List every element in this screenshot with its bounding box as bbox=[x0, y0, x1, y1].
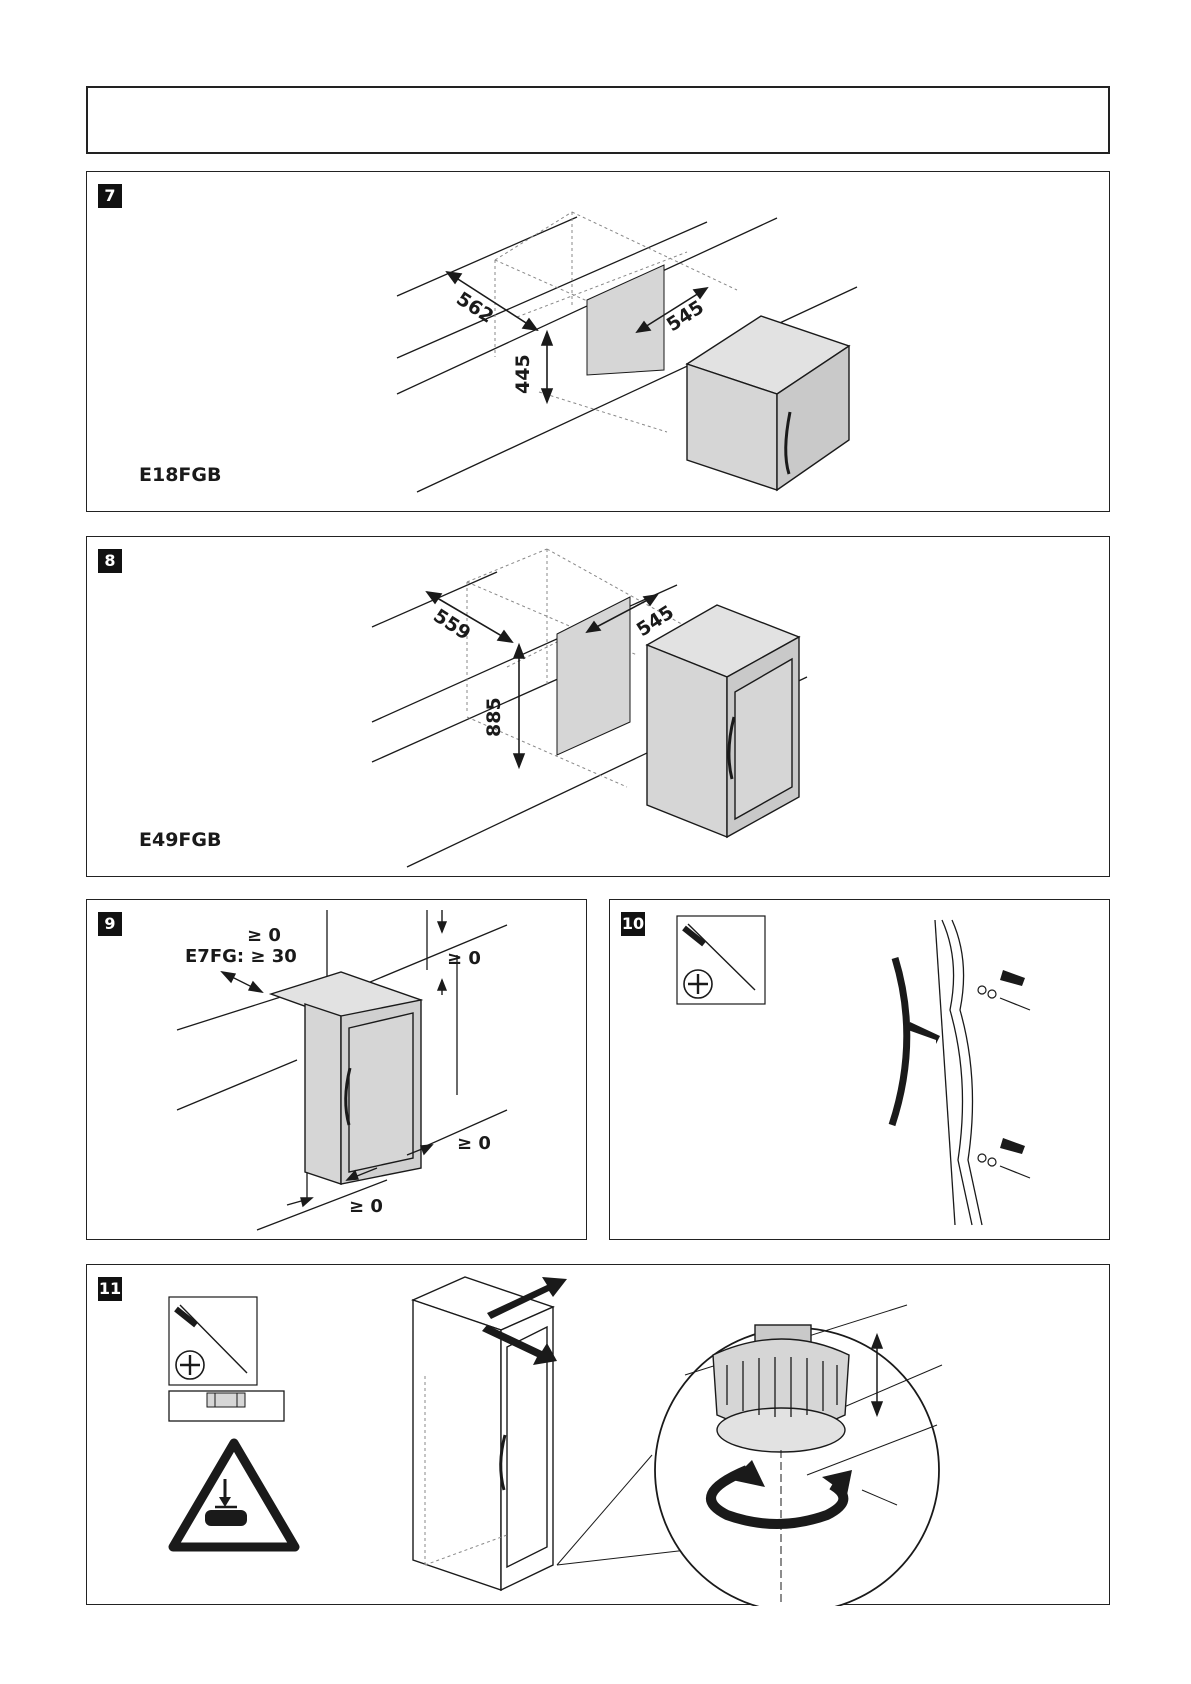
panel-8: 8 bbox=[86, 536, 1110, 877]
height-dimension: 885 bbox=[483, 697, 505, 737]
model-label: E49FGB bbox=[139, 829, 221, 851]
clearance-illustration bbox=[87, 900, 588, 1241]
top-clearance: ≥ 0 bbox=[447, 948, 481, 969]
niche-dimension-illustration: 562 545 445 bbox=[87, 172, 1111, 513]
panel-11: 11 bbox=[86, 1264, 1110, 1605]
back-clearance: ≥ 0 bbox=[457, 1133, 491, 1154]
niche-dimension-illustration: 559 545 885 bbox=[87, 537, 1111, 878]
model-label: E18FGB bbox=[139, 464, 221, 486]
height-dimension: 445 bbox=[512, 354, 534, 394]
front-clearance: ≥ 0 bbox=[349, 1196, 383, 1217]
pinch-hazard-warning-icon bbox=[173, 1443, 295, 1547]
spirit-level-icon bbox=[169, 1391, 284, 1421]
header-box bbox=[86, 86, 1110, 154]
side-clearance: ≥ 0 bbox=[247, 925, 281, 946]
e7fg-side-clearance: E7FG: ≥ 30 bbox=[185, 946, 297, 967]
depth-dimension: 562 bbox=[452, 288, 497, 328]
screwdriver-phillips-icon bbox=[169, 1297, 257, 1385]
panel-10: 10 bbox=[609, 899, 1110, 1240]
levelling-illustration bbox=[87, 1265, 1111, 1606]
width-dimension: 545 bbox=[663, 296, 708, 336]
depth-dimension: 559 bbox=[429, 605, 474, 645]
handle-mounting-illustration bbox=[610, 900, 1111, 1241]
panel-9: 9 bbox=[86, 899, 587, 1240]
panel-7: 7 bbox=[86, 171, 1110, 512]
screwdriver-phillips-icon bbox=[677, 916, 765, 1004]
